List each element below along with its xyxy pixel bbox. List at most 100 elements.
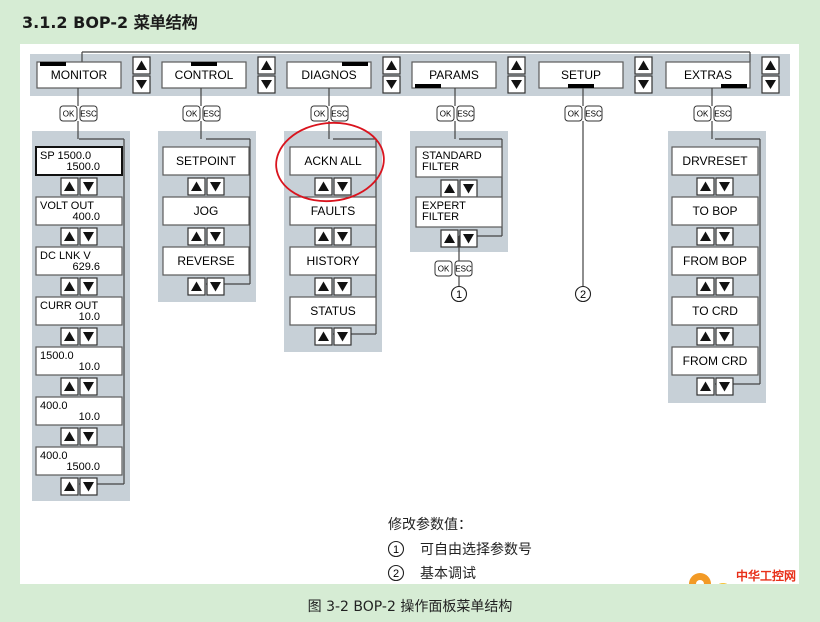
menu-item-value: 1500.0 <box>66 461 100 473</box>
esc-label: ESC <box>457 110 474 119</box>
esc-label: ESC <box>203 110 220 119</box>
ok-button <box>59 105 78 122</box>
menu-item-label: DRVRESET <box>682 154 748 168</box>
highlight-ellipse <box>275 121 385 203</box>
menu-item-box <box>35 196 123 226</box>
diagram-canvas: MONITOR CONTROL DIAGNOS PARAMS SETUP EXTRAS OK… <box>20 44 799 584</box>
menu-item-label: REVERSE <box>177 254 234 268</box>
menu-item-box <box>35 446 123 476</box>
ok-label: OK <box>314 110 326 119</box>
menu-item-box <box>415 146 503 178</box>
ok-label: OK <box>697 110 709 119</box>
ok-label: OK <box>568 110 580 119</box>
ok-esc-control: OK ESC <box>182 105 221 122</box>
menu-indicator <box>568 84 594 88</box>
menu-item-label: 400.0 <box>40 400 68 412</box>
menu-item-value: 400.0 <box>72 211 100 223</box>
menu-item-label: TO CRD <box>692 304 738 318</box>
menu-structure-diagram: MONITOR CONTROL DIAGNOS PARAMS SETUP EXTRAS OK… <box>30 51 796 584</box>
esc-button <box>454 260 473 277</box>
menu-item-value: 10.0 <box>79 311 100 323</box>
ok-label: OK <box>438 265 450 274</box>
menu-item-box <box>35 296 123 326</box>
ok-label: OK <box>63 110 75 119</box>
menu-item-label: FAULTS <box>311 204 355 218</box>
menu-setup: SETUP <box>538 56 653 94</box>
esc-button <box>584 105 603 122</box>
note-text: 基本调试 <box>420 565 476 582</box>
menu-label: SETUP <box>561 68 601 82</box>
menu-indicator <box>721 84 747 88</box>
menu-label: MONITOR <box>51 68 108 82</box>
menu-item-box <box>671 246 759 276</box>
menu-item-box <box>162 246 250 276</box>
menu-item-value: 10.0 <box>79 361 100 373</box>
marker-number: 1 <box>456 289 462 301</box>
note-marker-circle <box>387 564 405 582</box>
gear-icon <box>718 583 728 584</box>
menu-item-label: JOG <box>194 204 219 218</box>
menu-item-box <box>35 246 123 276</box>
menu-item-label: STATUS <box>310 304 356 318</box>
ok-label: OK <box>440 110 452 119</box>
watermark-logo: 中华工控网gkong.com <box>689 568 796 584</box>
menu-item-label: CURR OUT <box>40 300 98 312</box>
menu-box <box>665 61 751 89</box>
menu-item-label: FROM BOP <box>683 254 747 268</box>
figure-caption: 图 3-2 BOP-2 操作面板菜单结构 <box>307 599 513 615</box>
notes-title: 修改参数值： <box>388 516 472 533</box>
menu-extras: EXTRAS <box>665 56 780 94</box>
menu-item-label: EXPERT <box>422 200 466 212</box>
esc-label: ESC <box>714 110 731 119</box>
menu-box <box>538 61 624 89</box>
menu-item-label: STANDARD <box>422 150 482 162</box>
ok-button <box>436 105 455 122</box>
ok-button <box>310 105 329 122</box>
menu-item-label: DC LNK V <box>40 250 91 262</box>
menu-item-box <box>162 196 250 226</box>
esc-label: ESC <box>585 110 602 119</box>
menu-monitor: MONITOR <box>36 56 151 94</box>
menu-item-label: ACKN ALL <box>304 154 362 168</box>
menu-indicator <box>342 62 368 66</box>
menu-params: PARAMS <box>411 56 526 94</box>
menu-label: DIAGNOS <box>301 68 356 82</box>
menu-item-label: HISTORY <box>307 254 360 268</box>
menu-item-box <box>671 196 759 226</box>
menu-item-box <box>289 296 377 326</box>
section-heading: 3.1.2 BOP-2 菜单结构 <box>22 13 198 32</box>
marker-number: 2 <box>580 289 586 301</box>
esc-button <box>202 105 221 122</box>
ok-button <box>693 105 712 122</box>
menu-item-box <box>162 146 250 176</box>
note-marker-number: 2 <box>393 568 399 580</box>
esc-label: ESC <box>80 110 97 119</box>
menu-item-value: 1500.0 <box>66 161 100 173</box>
menu-item-box <box>289 246 377 276</box>
menu-label: CONTROL <box>175 68 234 82</box>
ok-label: OK <box>186 110 198 119</box>
column-diagnos: ACKN ALL FAULTS HISTORY STATUS <box>284 121 382 352</box>
menu-box <box>161 61 247 89</box>
menu-item-label: 400.0 <box>40 450 68 462</box>
gear-icon <box>689 573 711 584</box>
note-marker-number: 1 <box>393 544 399 556</box>
menu-item-label: FILTER <box>422 161 459 173</box>
menu-item-box <box>35 146 123 176</box>
menu-item-box <box>671 296 759 326</box>
note-marker-circle <box>387 540 405 558</box>
menu-item-value: 10.0 <box>79 411 100 423</box>
ok-esc-setup: OK ESC <box>564 105 603 122</box>
marker-1: 1 <box>450 285 468 303</box>
menu-item-box <box>35 346 123 376</box>
menu-item-box <box>35 396 123 426</box>
menu-indicator <box>191 62 217 66</box>
menu-item-label: FILTER <box>422 211 459 223</box>
